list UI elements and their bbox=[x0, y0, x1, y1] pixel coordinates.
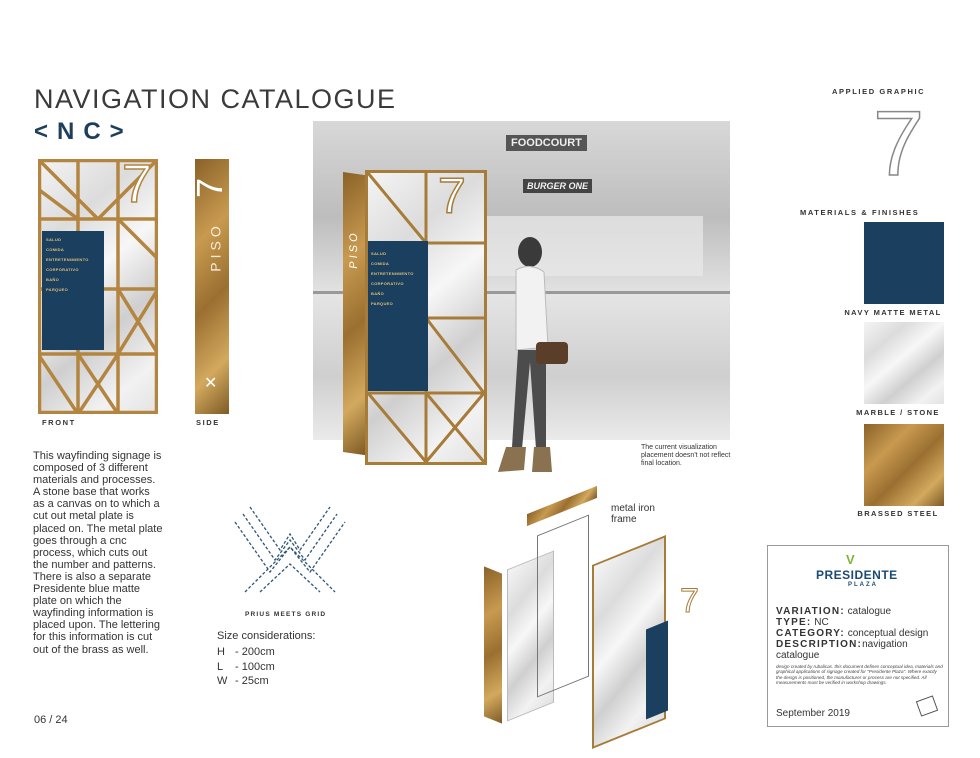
render-menu-item: PARQUEO bbox=[371, 301, 394, 306]
info-fields: VARIATION: catalogue TYPE: NC CATEGORY: … bbox=[776, 606, 944, 685]
menu-item: BAÑO bbox=[46, 277, 59, 282]
render-sign-front: 7 SALUD COMIDA ENTRETENIMIENTO CORPORATI… bbox=[365, 167, 487, 465]
info-value: conceptual design bbox=[847, 628, 929, 639]
info-type: TYPE: NC bbox=[776, 617, 944, 628]
exploded-side-panel bbox=[484, 566, 502, 724]
brand-logo-icon: V bbox=[846, 552, 855, 567]
swatch-marble bbox=[864, 322, 944, 404]
size-heading: Size considerations: bbox=[217, 630, 316, 642]
size-row: L - 100cm bbox=[217, 660, 275, 675]
brand-sub: PLAZA bbox=[848, 582, 878, 588]
info-key: CATEGORY: bbox=[776, 628, 845, 639]
size-key: L bbox=[217, 660, 224, 673]
menu-item: PARQUEO bbox=[46, 287, 69, 292]
frame-label: metal iron frame bbox=[611, 503, 655, 525]
size-value: - 100cm bbox=[235, 660, 275, 673]
info-category: CATEGORY: conceptual design bbox=[776, 628, 944, 639]
side-label: SIDE bbox=[196, 418, 220, 427]
render-menu-item: ENTRETENIMIENTO bbox=[371, 271, 414, 276]
front-info-panel: SALUD COMIDA ENTRETENIMIENTO CORPORATIVO… bbox=[42, 231, 104, 350]
exploded-view: 7 bbox=[482, 485, 707, 749]
render-number: 7 bbox=[437, 167, 466, 225]
info-value: NC bbox=[814, 617, 829, 628]
render-note: The current visualization placement does… bbox=[641, 444, 731, 467]
exploded-frame bbox=[537, 514, 589, 698]
side-logo-icon: ✕ bbox=[204, 375, 218, 392]
info-key: DESCRIPTION: bbox=[776, 639, 863, 650]
person-figure bbox=[498, 237, 568, 472]
store-sign-burger: BURGER ONE bbox=[523, 179, 593, 193]
catalogue-code: <NC> bbox=[34, 118, 133, 145]
pattern-label: PRIUS MEETS GRID bbox=[245, 611, 327, 618]
info-description: DESCRIPTION:navigation catalogue bbox=[776, 639, 944, 661]
materials-label: MATERIALS & FINISHES bbox=[800, 208, 920, 217]
brass-lattice bbox=[38, 159, 158, 414]
render-menu-item: CORPORATIVO bbox=[371, 281, 404, 286]
info-value: navigation catalogue bbox=[776, 639, 908, 661]
stamp-icon bbox=[915, 695, 939, 717]
info-value: catalogue bbox=[847, 606, 892, 617]
applied-graphic-number: 7 bbox=[872, 93, 925, 195]
exploded-number: 7 bbox=[680, 582, 700, 621]
info-variation: VARIATION: catalogue bbox=[776, 606, 944, 617]
size-value: - 25cm bbox=[235, 675, 269, 687]
page-title: NAVIGATION CATALOGUE bbox=[34, 84, 397, 114]
front-number: 7 bbox=[121, 153, 153, 215]
swatch-brass-label: BRASSED STEEL bbox=[857, 509, 939, 518]
info-date: September 2019 bbox=[776, 708, 850, 719]
store-sign-foodcourt: FOODCOURT bbox=[506, 135, 587, 151]
render-info-panel: SALUD COMIDA ENTRETENIMIENTO CORPORATIVO… bbox=[368, 241, 428, 391]
info-key: TYPE: bbox=[776, 617, 812, 628]
side-sign: 7 PISO ✕ bbox=[189, 159, 230, 414]
render-menu-item: COMIDA bbox=[371, 261, 390, 266]
size-key: H bbox=[217, 646, 225, 658]
menu-item: SALUD bbox=[46, 237, 62, 242]
size-key: W bbox=[217, 675, 228, 687]
exploded-info-plate bbox=[646, 620, 668, 720]
brand-name: PRESIDENTE bbox=[816, 568, 898, 582]
menu-item: CORPORATIVO bbox=[46, 267, 79, 272]
applied-graphic-label: APPLIED GRAPHIC bbox=[832, 87, 926, 96]
size-row: W - 25cm bbox=[217, 674, 275, 689]
menu-item: COMIDA bbox=[46, 247, 65, 252]
side-floor-text: PISO bbox=[207, 222, 224, 272]
page-number: 06 / 24 bbox=[34, 714, 68, 726]
pattern-graphic bbox=[234, 506, 346, 593]
size-row: H - 200cm bbox=[217, 645, 275, 660]
description-text: This wayfinding signage is composed of 3… bbox=[33, 450, 163, 656]
swatch-marble-label: MARBLE / STONE bbox=[856, 408, 940, 417]
size-list: H - 200cm L - 100cm W - 25cm bbox=[217, 645, 275, 689]
swatch-brass bbox=[864, 424, 944, 506]
front-sign: 7 SALUD COMIDA ENTRETENIMIENTO CORPORATI… bbox=[38, 153, 158, 414]
size-value: - 200cm bbox=[235, 646, 275, 658]
menu-item: ENTRETENIMIENTO bbox=[46, 257, 89, 262]
side-number: 7 bbox=[189, 177, 231, 199]
render-floor-text: PISO bbox=[348, 229, 361, 270]
render-menu-item: SALUD bbox=[371, 251, 387, 256]
title-block: V PRESIDENTE PLAZA VARIATION: catalogue … bbox=[767, 545, 949, 727]
info-key: VARIATION: bbox=[776, 606, 845, 617]
render-menu-item: BAÑO bbox=[371, 291, 384, 296]
swatch-navy-label: NAVY MATTE METAL bbox=[844, 308, 942, 317]
render-sign-side: PISO bbox=[343, 172, 365, 456]
swatch-navy bbox=[864, 222, 944, 304]
info-fine-print: design created by rubalicas. this docume… bbox=[776, 664, 943, 685]
front-label: FRONT bbox=[42, 418, 76, 427]
